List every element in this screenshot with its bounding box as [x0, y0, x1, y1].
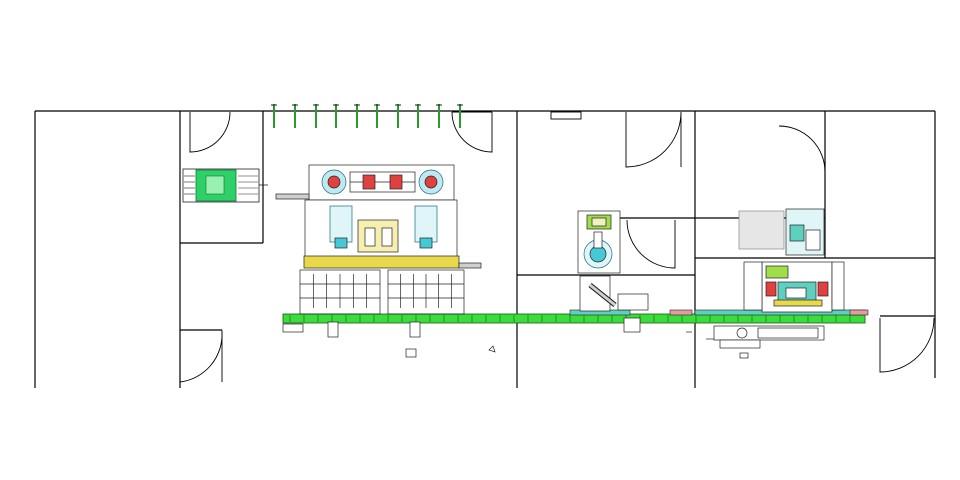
pole-markers — [271, 104, 463, 128]
conveyor-belt — [282, 313, 866, 324]
door-6 — [179, 331, 223, 383]
control-panel-station — [182, 168, 268, 203]
door-7 — [879, 317, 935, 373]
pole-marker-2 — [292, 104, 298, 128]
vent-box — [550, 111, 582, 120]
assembly-station — [713, 208, 845, 349]
door-swings — [179, 111, 935, 383]
door-4 — [626, 219, 676, 269]
pole-marker-9 — [436, 104, 442, 128]
pole-marker-1 — [271, 104, 277, 128]
door-3 — [625, 111, 682, 168]
pole-marker-5 — [354, 104, 360, 128]
pole-marker-8 — [415, 104, 421, 128]
door-2 — [451, 111, 493, 153]
fittings — [488, 331, 749, 359]
pole-marker-4 — [333, 104, 339, 128]
pole-marker-3 — [313, 104, 319, 128]
pole-marker-6 — [374, 104, 380, 128]
pole-marker-7 — [395, 104, 401, 128]
wall-lines — [34, 110, 936, 388]
main-conveyor — [282, 309, 869, 333]
yellow-rail — [303, 255, 460, 269]
door-5 — [778, 125, 826, 173]
pole-marker-10 — [457, 104, 463, 128]
twin-winding-station — [275, 164, 482, 358]
round-bowl-station — [577, 210, 649, 333]
door-1 — [189, 111, 231, 153]
